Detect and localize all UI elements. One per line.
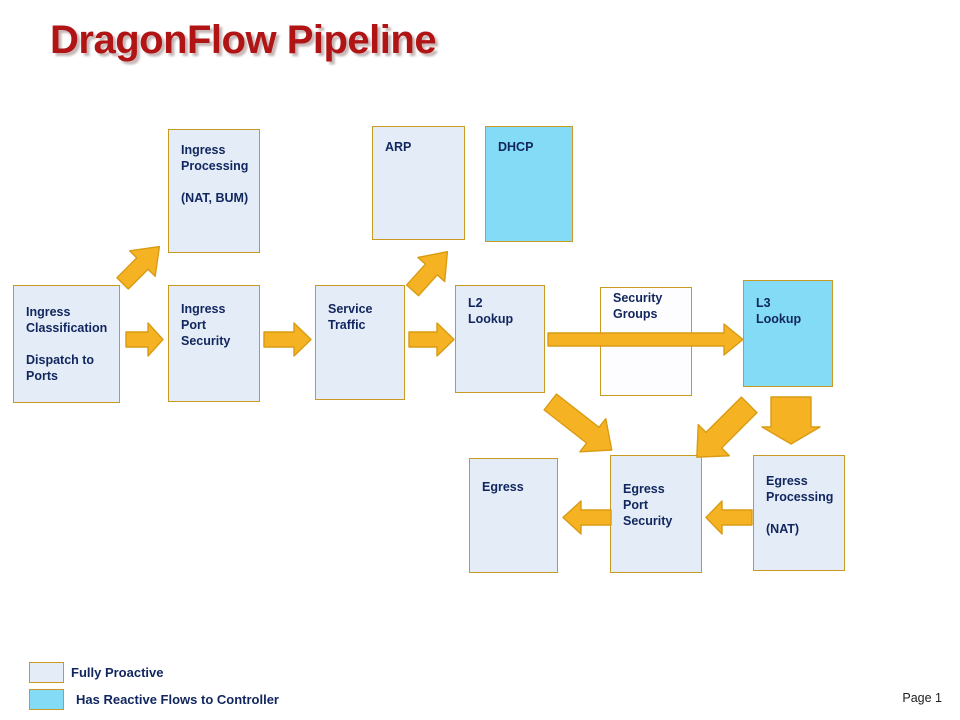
page-number: Page 1	[902, 691, 942, 705]
arrow-l2-lookup-to-egress-port-security	[538, 392, 624, 460]
arrow-ingress-port-security-to-service-traffic	[263, 322, 312, 357]
node-egress-port-security[interactable]: Egress Port Security	[610, 455, 702, 573]
arrow-egress-processing-to-egress-port-security	[705, 500, 753, 535]
arrow-service-traffic-to-l2-lookup	[408, 322, 455, 357]
legend-label-has-reactive: Has Reactive Flows to Controller	[76, 692, 279, 707]
arrow-egress-port-security-to-egress	[562, 500, 612, 535]
arrow-to-ingress-processing	[113, 236, 169, 294]
arrow-l3-lookup-to-egress-port-security	[682, 390, 764, 472]
page-title: DragonFlow Pipeline	[50, 18, 437, 62]
node-arp[interactable]: ARP	[372, 126, 465, 240]
node-egress[interactable]: Egress	[469, 458, 558, 573]
arrow-l2-lookup-to-l3-lookup	[547, 322, 744, 357]
legend-label-fully-proactive: Fully Proactive	[71, 665, 164, 680]
node-dhcp[interactable]: DHCP	[485, 126, 573, 242]
node-l3-lookup[interactable]: L3 Lookup	[743, 280, 833, 387]
node-service-traffic[interactable]: Service Traffic	[315, 285, 405, 400]
legend-swatch-fully-proactive	[29, 662, 64, 683]
arrow-ingress-classification-to-port-security	[125, 322, 164, 357]
legend-swatch-has-reactive	[29, 689, 64, 710]
node-egress-processing[interactable]: Egress Processing (NAT)	[753, 455, 845, 571]
node-ingress-port-security[interactable]: Ingress Port Security	[168, 285, 260, 402]
arrow-l3-lookup-to-egress-processing	[761, 392, 821, 456]
node-l2-lookup[interactable]: L2 Lookup	[455, 285, 545, 393]
arrow-service-traffic-to-arp	[402, 241, 458, 301]
node-ingress-classification[interactable]: Ingress Classification Dispatch to Ports	[13, 285, 120, 403]
node-ingress-processing[interactable]: Ingress Processing (NAT, BUM)	[168, 129, 260, 253]
